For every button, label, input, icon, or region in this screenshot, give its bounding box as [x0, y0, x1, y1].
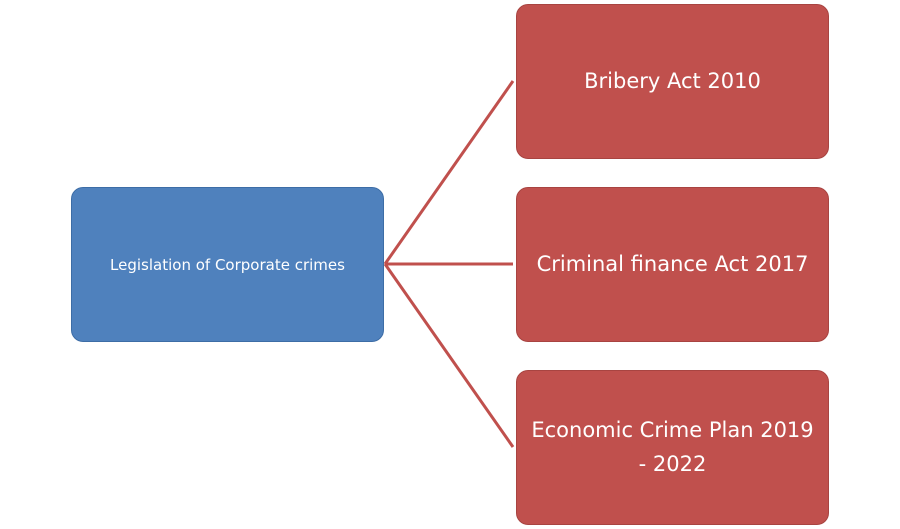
child-node-label: Criminal finance Act 2017 [536, 251, 809, 276]
child-node-label: Economic Crime Plan 2019 - 2022 [531, 417, 814, 476]
root-node-label: Legislation of Corporate crimes [110, 255, 345, 274]
connector-to-economic-crime-plan [383, 263, 515, 448]
child-node-criminal-finance-act: Criminal finance Act 2017 [516, 187, 829, 342]
root-node: Legislation of Corporate crimes [71, 187, 384, 342]
connector-to-bribery-act [383, 80, 515, 265]
child-node-economic-crime-plan: Economic Crime Plan 2019 - 2022 [516, 370, 829, 525]
child-node-label: Bribery Act 2010 [584, 68, 761, 93]
child-node-bribery-act: Bribery Act 2010 [516, 4, 829, 159]
